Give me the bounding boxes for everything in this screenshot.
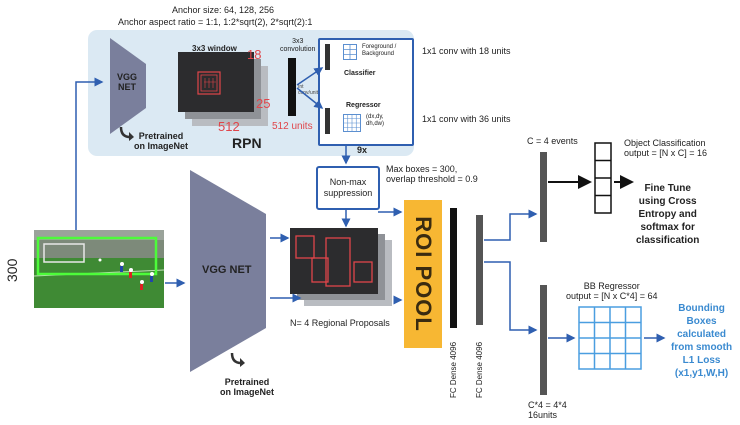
main-pretrained-label: Pretrained on ImageNet bbox=[220, 377, 275, 398]
rpn-pretrained-label: Pretrained on ImageNet bbox=[134, 131, 189, 152]
classifier-grid-icon bbox=[343, 44, 357, 60]
fc1-bar bbox=[450, 208, 457, 328]
regressor-title: Regressor bbox=[346, 102, 381, 109]
finetune-label: Fine Tune using Cross Entropy and softma… bbox=[636, 183, 700, 246]
rpn-vgg-shape bbox=[110, 38, 146, 134]
cls-conv-note: 1x1 conv with 18 units bbox=[422, 46, 511, 56]
rpn-conv-label: 3x3 convolution bbox=[280, 38, 316, 54]
rpn-heads-box bbox=[318, 38, 414, 146]
regressor-bar bbox=[325, 108, 330, 134]
reg-bar bbox=[540, 285, 547, 395]
classifier-desc: Foreground / Background bbox=[362, 44, 397, 57]
rpn-num-512: 512 bbox=[218, 119, 240, 134]
rpn-curved-arrow-icon bbox=[119, 126, 134, 141]
rpn-vgg-label: VGG NET bbox=[117, 72, 138, 93]
reg-conv-note: 1x1 conv with 36 units bbox=[422, 114, 511, 124]
rpn-window-label: 3x3 window bbox=[192, 44, 237, 53]
main-vgg-label: VGG NET bbox=[202, 264, 252, 276]
anchor-size-label: Anchor size: 64, 128, 256 bbox=[172, 5, 275, 15]
cls-title: Object Classification output = [N x C] =… bbox=[624, 138, 708, 159]
bb-title: BB Regressor output = [N x C*4] = 64 bbox=[566, 281, 658, 302]
cls-bar bbox=[540, 152, 547, 242]
rpn-num-18: 18 bbox=[247, 47, 262, 62]
input-image bbox=[34, 230, 164, 308]
rpn-num-25: 25 bbox=[256, 96, 271, 111]
c4-label: C*4 = 4*4 16units bbox=[528, 400, 567, 421]
rpn-tiny-label: Int conv/units bbox=[298, 84, 321, 96]
rpn-repeat-label: 9x bbox=[357, 145, 368, 155]
rpn-feature-map bbox=[178, 52, 268, 126]
regressor-grid-icon bbox=[343, 114, 361, 132]
rpn-title: RPN bbox=[232, 135, 262, 151]
bb-grid-icon bbox=[578, 306, 642, 370]
rpn-units-512: 512 units bbox=[272, 121, 313, 132]
anchor-ratio-label: Anchor aspect ratio = 1:1, 1:2*sqrt(2), … bbox=[118, 17, 313, 27]
main-curved-arrow-icon bbox=[230, 352, 245, 367]
nms-box: Non-max suppression bbox=[316, 166, 380, 210]
soccer-scene-icon bbox=[34, 230, 164, 308]
classifier-bar bbox=[325, 44, 330, 70]
classifier-title: Classifier bbox=[344, 70, 376, 77]
max-boxes-label: Max boxes = 300, overlap threshold = 0.9 bbox=[386, 164, 478, 185]
bb-result-label: Bounding Boxes calculated from smooth L1… bbox=[671, 303, 733, 379]
main-vgg-shape bbox=[190, 170, 266, 372]
regressor-desc: (dx,dy, dh,dw) bbox=[366, 114, 385, 127]
fc2-bar bbox=[476, 215, 483, 325]
nms-label: Non-max suppression bbox=[323, 177, 373, 198]
c-events-label: C = 4 events bbox=[527, 136, 578, 146]
proposals-label: N= 4 Regional Proposals bbox=[290, 318, 390, 328]
cls-output-cells bbox=[594, 142, 612, 214]
rpn-conv-bar bbox=[288, 58, 296, 116]
roi-pool-box: ROI POOL bbox=[404, 200, 442, 348]
proposals-feature-map bbox=[290, 228, 392, 306]
